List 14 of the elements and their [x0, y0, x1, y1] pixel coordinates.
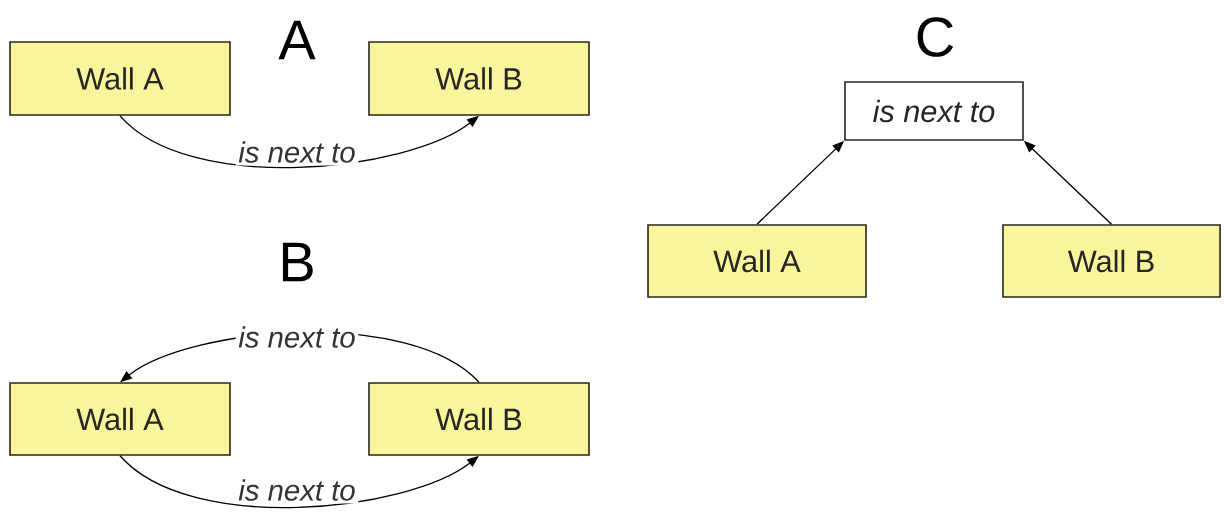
wall-box: Wall B [1002, 224, 1221, 298]
wall-box: Wall A [647, 224, 867, 298]
wall-box: Wall B [368, 41, 590, 116]
section-letter: A [278, 20, 316, 60]
edge-label: is next to [235, 323, 359, 351]
section-letter: B [282, 242, 313, 282]
relation-box: is next to [844, 81, 1024, 141]
arrow [119, 455, 479, 508]
arrow [119, 115, 479, 169]
wall-box: Wall A [9, 382, 231, 456]
wall-box: Wall A [9, 41, 231, 116]
edge-label: is next to [235, 138, 359, 166]
wall-box: Wall B [368, 382, 590, 456]
edge-label: is next to [235, 476, 359, 504]
